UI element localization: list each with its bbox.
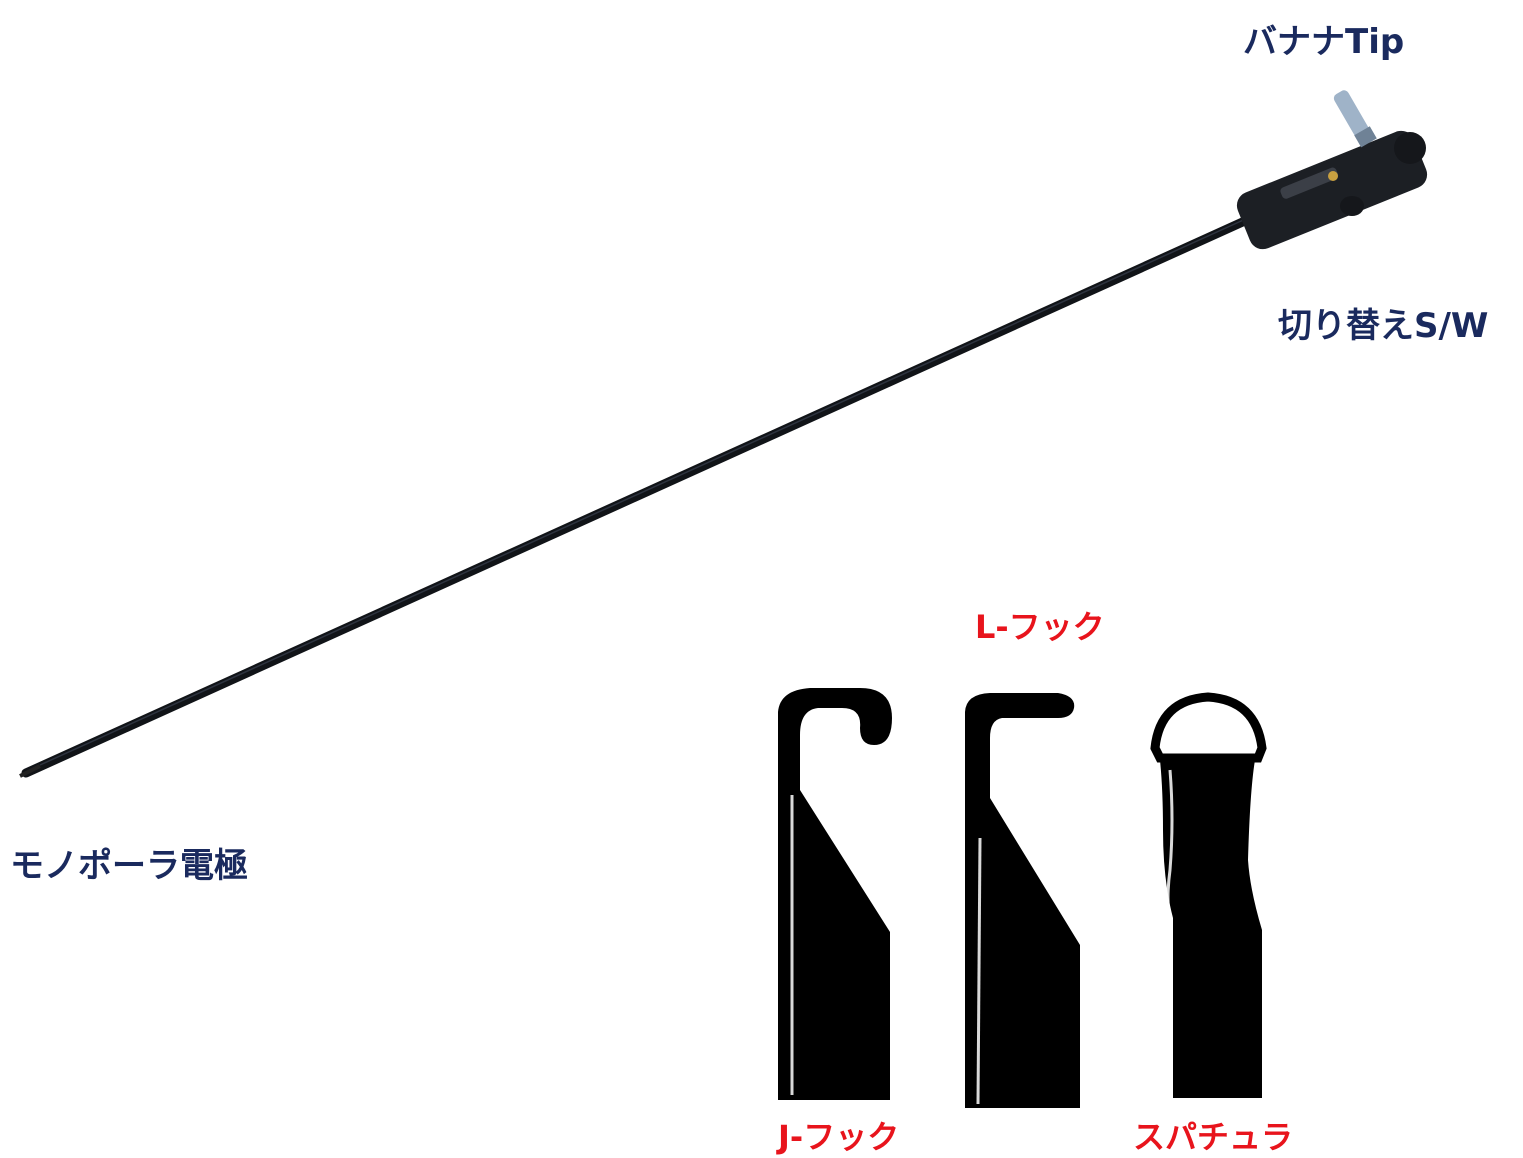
- banana-tip-label: バナナTip: [1243, 22, 1405, 62]
- l-hook-tip: [965, 693, 1080, 1108]
- electrode-shaft: [19, 210, 1263, 778]
- banana-tip-connector: [1333, 90, 1377, 148]
- spatula-label: スパチュラ: [1133, 1118, 1294, 1156]
- l-hook-label: L-フック: [975, 608, 1105, 646]
- j-hook-tip: [778, 688, 892, 1100]
- switch-handle: [1236, 130, 1428, 250]
- j-hook-label: J-フック: [778, 1118, 900, 1156]
- switch-label: 切り替えS/W: [1278, 306, 1489, 346]
- monopolar-electrode-label: モノポーラ電極: [10, 846, 248, 886]
- spatula-tip: [1150, 692, 1267, 1098]
